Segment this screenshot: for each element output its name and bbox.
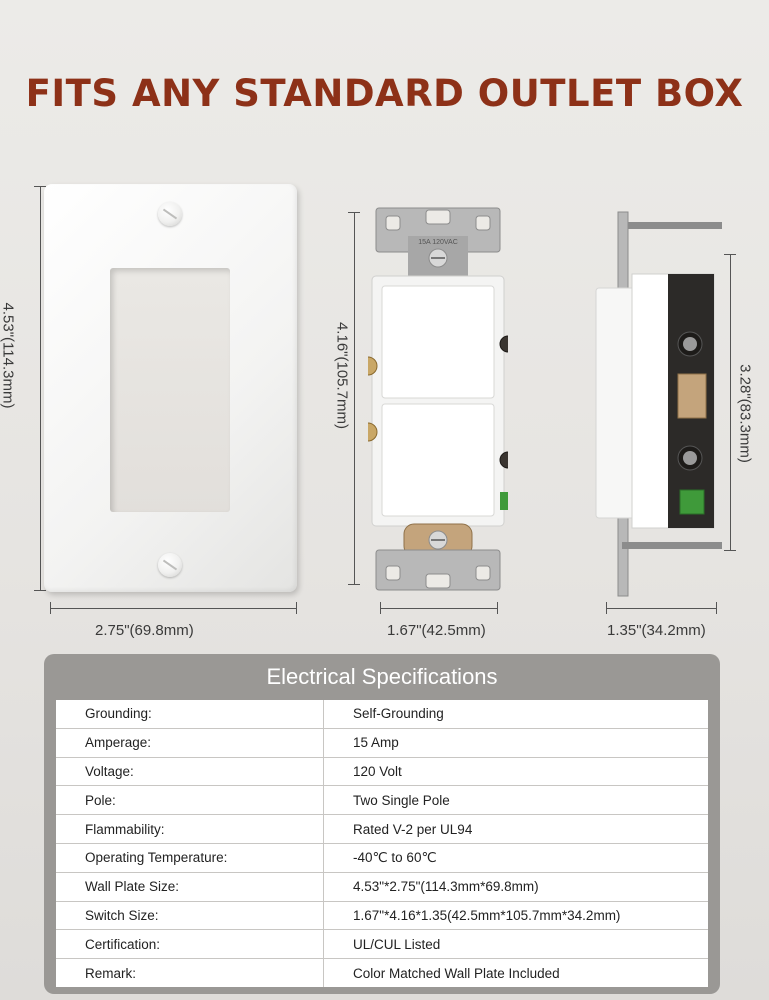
side-height-line: [730, 254, 731, 550]
switch-width-tick-left: [380, 602, 381, 614]
side-mount-screw-top: [622, 222, 722, 229]
headline: FITS ANY STANDARD OUTLET BOX: [25, 72, 744, 115]
spec-title: Electrical Specifications: [266, 664, 498, 689]
black-terminal-upper: [499, 335, 508, 353]
switch-width-label: 1.67"(42.5mm): [387, 622, 486, 639]
brass-terminal-lower: [368, 422, 378, 442]
spec-label: Flammability:: [56, 814, 324, 844]
table-row: Operating Temperature:-40℃ to 60℃: [56, 843, 708, 873]
plate-opening: [110, 268, 230, 512]
side-rocker-housing: [595, 287, 637, 519]
plate-width-tick-left: [50, 602, 51, 614]
spec-value: 1.67"*4.16*1.35(42.5mm*105.7mm*34.2mm): [323, 901, 708, 931]
spec-label: Switch Size:: [56, 901, 324, 931]
table-row: Wall Plate Size:4.53"*2.75"(114.3mm*69.8…: [56, 872, 708, 902]
plate-height-tick-bottom: [34, 590, 46, 591]
spec-label: Remark:: [56, 958, 324, 987]
side-depth-tick-left: [606, 602, 607, 614]
spec-label: Pole:: [56, 785, 324, 816]
side-brass-plate: [677, 373, 707, 419]
plate-height-tick-top: [34, 186, 46, 187]
table-row: Switch Size:1.67"*4.16*1.35(42.5mm*105.7…: [56, 901, 708, 931]
double-switch-front: 15A 120VAC: [368, 207, 508, 591]
side-ground-terminal: [679, 489, 705, 515]
double-switch-side: [595, 211, 722, 597]
side-depth-tick-right: [716, 602, 717, 614]
table-row: Certification:UL/CUL Listed: [56, 929, 708, 960]
spec-label: Operating Temperature:: [56, 843, 324, 873]
spec-value: Self-Grounding: [323, 700, 708, 729]
spec-table: Grounding:Self-Grounding Amperage:15 Amp…: [56, 700, 708, 987]
plate-height-label: 4.53"(114.3mm): [0, 302, 17, 409]
spec-label: Grounding:: [56, 700, 324, 729]
switch-rating-label: 15A 120VAC: [418, 239, 458, 246]
table-row: Remark: Color Matched Wall Plate Included: [56, 958, 708, 987]
switch-height-label: 4.16"(105.7mm): [333, 321, 351, 430]
side-height-tick-bottom: [724, 550, 736, 551]
plate-width-tick-right: [296, 602, 297, 614]
table-row: Pole:Two Single Pole: [56, 785, 708, 816]
spec-value: 4.53"*2.75"(114.3mm*69.8mm): [323, 872, 708, 902]
black-terminal-lower: [499, 451, 508, 469]
upper-rocker: [381, 285, 495, 399]
top-strap-slot-center: [425, 209, 451, 225]
spec-value: 120 Volt: [323, 757, 708, 787]
plate-height-line: [40, 186, 41, 590]
side-height-label: 3.28"(83.3mm): [736, 364, 754, 463]
side-mount-screw-bottom: [622, 542, 722, 549]
table-row: Flammability:Rated V-2 per UL94: [56, 814, 708, 844]
switch-height-tick-top: [348, 212, 360, 213]
top-strap-slot-right: [475, 215, 491, 231]
side-terminal-upper-head: [683, 337, 697, 351]
spec-value: Rated V-2 per UL94: [323, 814, 708, 844]
side-height-tick-top: [724, 254, 736, 255]
bottom-strap-slot-center: [425, 573, 451, 589]
table-row: Voltage:120 Volt: [56, 757, 708, 787]
spec-value: UL/CUL Listed: [323, 929, 708, 960]
lower-rocker: [381, 403, 495, 517]
spec-value: Two Single Pole: [323, 785, 708, 816]
side-depth-label: 1.35"(34.2mm): [607, 622, 706, 639]
switch-width-tick-right: [497, 602, 498, 614]
plate-bottom-screw: [158, 553, 182, 577]
spec-value: 15 Amp: [323, 728, 708, 758]
green-ground-terminal: [500, 492, 508, 510]
top-strap-slot-left: [385, 215, 401, 231]
spec-value: Color Matched Wall Plate Included: [353, 965, 560, 981]
switch-height-tick-bottom: [348, 584, 360, 585]
brass-terminal-upper: [368, 356, 378, 376]
spec-label: Amperage:: [56, 728, 324, 758]
bottom-strap-slot-left: [385, 565, 401, 581]
spec-panel: Electrical Specifications Grounding:Self…: [44, 654, 720, 994]
table-row: Grounding:Self-Grounding: [56, 700, 708, 729]
bottom-strap-slot-right: [475, 565, 491, 581]
spec-label: Wall Plate Size:: [56, 872, 324, 902]
spec-label: Certification:: [56, 929, 324, 960]
plate-top-screw: [158, 202, 182, 226]
bottom-strap: [375, 549, 501, 591]
spec-value: -40℃ to 60℃: [323, 843, 708, 873]
switch-width-line: [380, 608, 498, 609]
wall-plate: [44, 184, 297, 592]
plate-width-label: 2.75"(69.8mm): [95, 622, 194, 639]
side-depth-line: [606, 608, 716, 609]
plate-width-line: [50, 608, 297, 609]
spec-label: Voltage:: [56, 757, 324, 787]
table-row: Amperage:15 Amp: [56, 728, 708, 758]
switch-height-line: [354, 212, 355, 584]
side-terminal-lower-head: [683, 451, 697, 465]
